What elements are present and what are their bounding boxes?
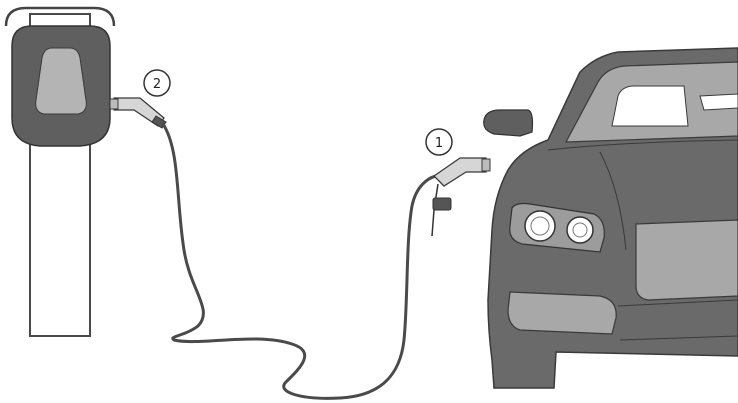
station-connector [110, 98, 166, 128]
charging-cable [163, 124, 436, 398]
station-panel [36, 48, 87, 114]
step-1-callout: 1 [426, 129, 452, 155]
vehicle-connector [432, 158, 490, 236]
car-headlight-left-inner [531, 217, 549, 235]
car-lower-intake [508, 292, 616, 334]
car-side-mirror [484, 110, 533, 136]
vehicle-connector-body [434, 158, 486, 186]
charging-station [6, 8, 114, 336]
station-connector-tip [110, 99, 118, 109]
connector-cap [433, 198, 451, 210]
car-grille [636, 220, 738, 300]
car-headlight-right-inner [573, 223, 587, 237]
step-1-label: 1 [435, 136, 443, 151]
step-2-callout: 2 [144, 70, 170, 96]
step-2-label: 2 [153, 77, 161, 92]
electric-car [484, 48, 738, 388]
vehicle-connector-tip [482, 159, 490, 171]
